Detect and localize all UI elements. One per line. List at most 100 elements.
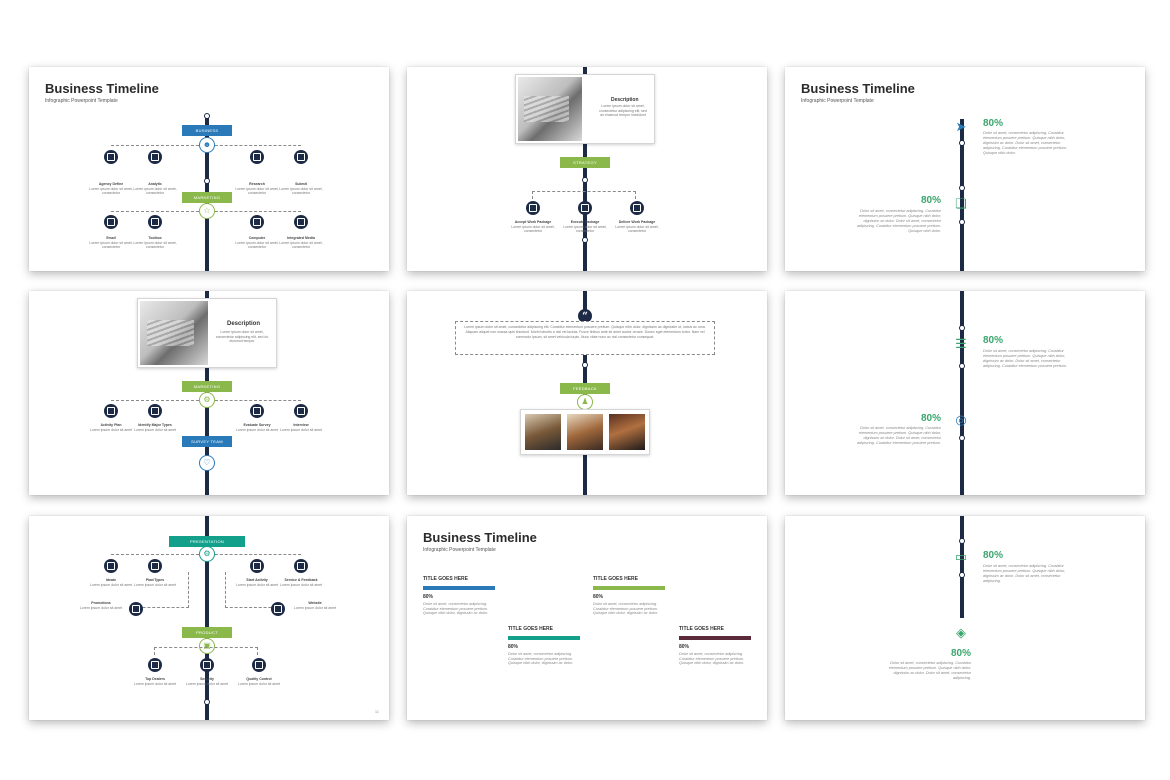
- slide-subtitle: Infographic Powerpoint Template: [423, 547, 496, 553]
- photo-meeting: [609, 414, 645, 450]
- percent-value: 80%: [951, 648, 972, 659]
- page-number: 11: [374, 709, 379, 714]
- connector: [215, 400, 301, 401]
- quality-icon: [252, 658, 266, 672]
- timeline-dot: [959, 572, 965, 578]
- connector: [111, 400, 199, 401]
- block-text: Dolor sit amet, consectetur adipiscing. …: [679, 652, 745, 666]
- block-title: TITLE GOES HERE: [679, 626, 725, 632]
- clipboard-icon: [148, 559, 162, 573]
- slide-3[interactable]: Business Timeline Infographic Powerpoint…: [785, 67, 1145, 271]
- feedback-icon: [294, 559, 308, 573]
- timeline-dot: [959, 185, 965, 191]
- slide-9[interactable]: ▭ 80% Dolor sit amet, consectetur adipis…: [785, 516, 1145, 720]
- tag-strategy: STRATEGY: [560, 157, 610, 168]
- money-icon: ◈: [956, 625, 966, 640]
- description-text: Lorem ipsum dolor sit amet, consectetur …: [215, 330, 269, 343]
- percent-value: 80%: [983, 550, 1004, 561]
- timeline-line: [205, 516, 209, 720]
- photos-icon: ❏: [955, 196, 967, 211]
- slide-title: Business Timeline: [45, 81, 159, 96]
- slide-8[interactable]: Business Timeline Infographic Powerpoint…: [407, 516, 767, 720]
- rocket-icon: [250, 559, 264, 573]
- gear-icon: ⚙: [199, 546, 215, 562]
- slide-2[interactable]: Description Lorem ipsum dolor sit amet, …: [407, 67, 767, 271]
- timeline-line: [583, 67, 587, 271]
- connector: [111, 211, 199, 212]
- interview-icon: [294, 404, 308, 418]
- tag-marketing: MARKETING: [182, 192, 232, 203]
- connector: [111, 554, 199, 555]
- slide-title: Business Timeline: [801, 81, 915, 96]
- document-photo: [140, 301, 208, 365]
- block-bar: [593, 586, 665, 590]
- timeline-dot: [582, 237, 588, 243]
- star-icon: ☆: [199, 203, 215, 219]
- timeline-line: [960, 516, 964, 618]
- timeline-dot: [959, 140, 965, 146]
- timeline-dot: [582, 362, 588, 368]
- tag-feedback: FEEDBACK: [560, 383, 610, 394]
- paper-plane-icon: ➤: [955, 119, 967, 134]
- description-text: Lorem ipsum dolor sit amet, consectetur …: [599, 104, 647, 117]
- search-icon: [104, 404, 118, 418]
- description-title: Description: [611, 97, 639, 103]
- percent-value: 80%: [983, 335, 1004, 346]
- percent-value: 80%: [921, 195, 942, 206]
- block-bar: [679, 636, 751, 640]
- monitor-icon: ▭: [954, 549, 968, 564]
- block-percent: 80%: [423, 594, 434, 600]
- timeline-dot: [959, 538, 965, 544]
- block-text: Dolor sit amet, consectetur adipiscing. …: [508, 652, 574, 666]
- block-percent: 80%: [508, 644, 519, 650]
- body-text: Dolor sit amet, consectetur adipiscing. …: [983, 564, 1066, 583]
- slide-5[interactable]: “ Lorem ipsum dolor sit amet, consectetu…: [407, 291, 767, 495]
- timeline-line: [960, 291, 964, 495]
- connector: [215, 554, 301, 555]
- connector: [215, 211, 301, 212]
- description-title: Description: [227, 321, 261, 327]
- chat-icon: [104, 150, 118, 164]
- slide-6[interactable]: ☰ 80% Dolor sit amet, consectetur adipis…: [785, 291, 1145, 495]
- document-icon: [294, 150, 308, 164]
- tag-marketing: MARKETING: [182, 381, 232, 392]
- tag-presentation: PRESENTATION: [169, 536, 245, 547]
- body-text: Dolor sit amet, consectetur adipiscing. …: [983, 131, 1067, 155]
- slide-subtitle: Infographic Powerpoint Template: [801, 98, 874, 104]
- block-title: TITLE GOES HERE: [508, 626, 554, 632]
- percent-value: 80%: [921, 413, 942, 424]
- timeline-dot: [204, 113, 210, 119]
- slide-1[interactable]: Business Timeline Infographic Powerpoint…: [29, 67, 389, 271]
- timeline-dot: [959, 219, 965, 225]
- timeline-dot: [582, 177, 588, 183]
- timeline-dot: [959, 363, 965, 369]
- photo-business-woman: [567, 414, 603, 450]
- body-text: Dolor sit amet, consectetur adipiscing. …: [983, 349, 1067, 368]
- phone-icon: [129, 602, 143, 616]
- connector: [225, 572, 281, 608]
- sliders-icon: ☰: [955, 336, 967, 351]
- block-bar: [423, 586, 495, 590]
- block-percent: 80%: [679, 644, 690, 650]
- slide-4[interactable]: Description Lorem ipsum dolor sit amet, …: [29, 291, 389, 495]
- block-title: TITLE GOES HERE: [423, 576, 469, 582]
- calendar-icon: [250, 150, 264, 164]
- block-text: Dolor sit amet, consectetur adipiscing. …: [593, 602, 659, 616]
- tag-survey-team: SURVEY TEAM: [182, 436, 232, 447]
